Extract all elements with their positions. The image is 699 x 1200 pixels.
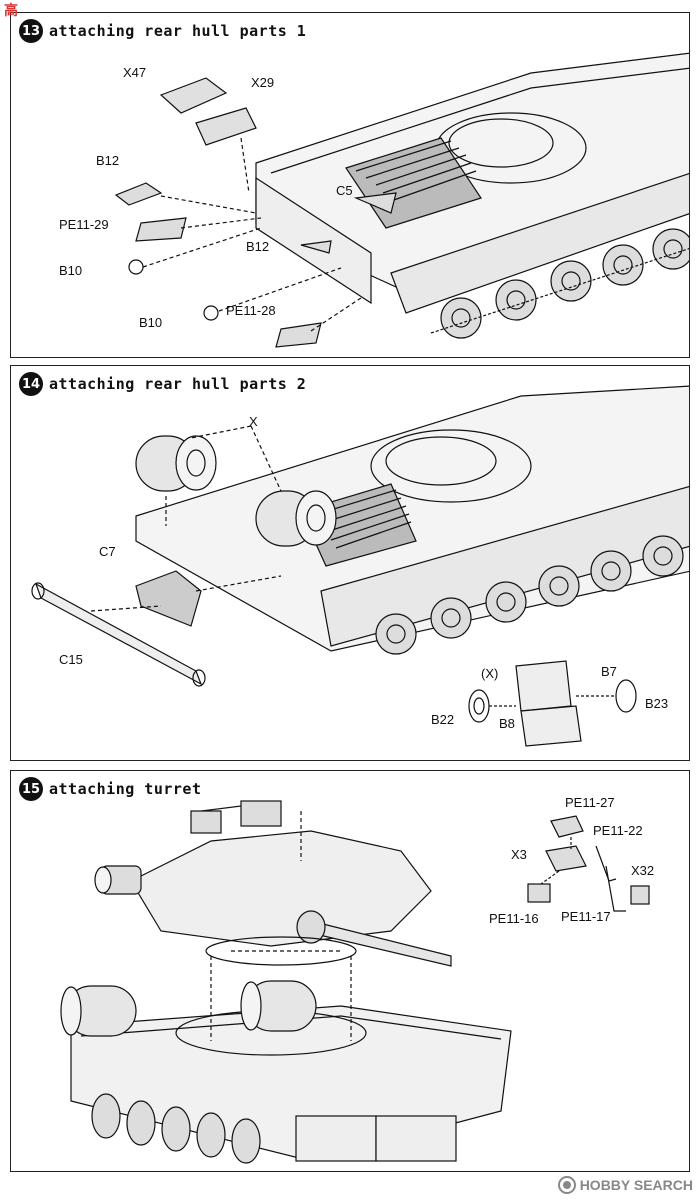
- part-label: PE11-22: [593, 823, 643, 838]
- part-label: PE11-28: [226, 303, 276, 318]
- logo-text: 高: [4, 3, 19, 19]
- step-15-panel: 15 attaching turret: [10, 770, 690, 1172]
- watermark-text: HOBBY SEARCH: [579, 1177, 693, 1193]
- part-label: C5: [336, 183, 353, 198]
- part-label: PE11-29: [59, 217, 109, 232]
- part-label: B23: [645, 696, 669, 711]
- part-label: X29: [251, 75, 275, 90]
- part-label: X32: [631, 863, 655, 878]
- part-label: X47: [123, 65, 147, 80]
- rear-hull-2-illustration: [31, 385, 689, 747]
- step-15-title: attaching turret: [49, 780, 202, 798]
- part-label: PE11-27: [565, 795, 615, 810]
- part-label: B10: [59, 263, 83, 278]
- step-13-title: attaching rear hull parts 1: [49, 22, 307, 40]
- step-15-number: 15: [19, 777, 43, 801]
- part-label: B7: [601, 664, 617, 679]
- part-label: C7: [99, 544, 116, 559]
- part-label: PE11-17: [561, 909, 611, 924]
- hobby-search-watermark: HOBBY SEARCH: [557, 1176, 693, 1194]
- step-14-header: 14 attaching rear hull parts 2: [19, 372, 306, 396]
- part-label: PE11-16: [489, 911, 539, 926]
- part-label: B10: [139, 315, 163, 330]
- part-label: C15: [59, 652, 83, 667]
- step-14-title: attaching rear hull parts 2: [49, 375, 307, 393]
- part-label: B12: [246, 239, 270, 254]
- part-label: B22: [431, 712, 455, 727]
- step-13-number: 13: [19, 19, 43, 43]
- site-logo: 高: [4, 0, 68, 36]
- step-14-number: 14: [19, 372, 43, 396]
- hobby-search-logo-icon: [557, 1176, 576, 1194]
- part-label: (X): [481, 666, 499, 681]
- step-14-panel: 14 attaching rear hull parts 2: [10, 365, 690, 761]
- step-13-panel: 13 attaching rear hull parts 1: [10, 12, 690, 358]
- step-13-header: 13 attaching rear hull parts 1: [19, 19, 306, 43]
- part-label: B12: [96, 153, 120, 168]
- turret-illustration: [60, 800, 650, 1164]
- part-label: X3: [511, 847, 527, 862]
- part-label: B8: [499, 716, 515, 731]
- step-15-header: 15 attaching turret: [19, 777, 202, 801]
- part-label: X: [249, 414, 258, 429]
- rear-hull-1-illustration: [114, 52, 689, 348]
